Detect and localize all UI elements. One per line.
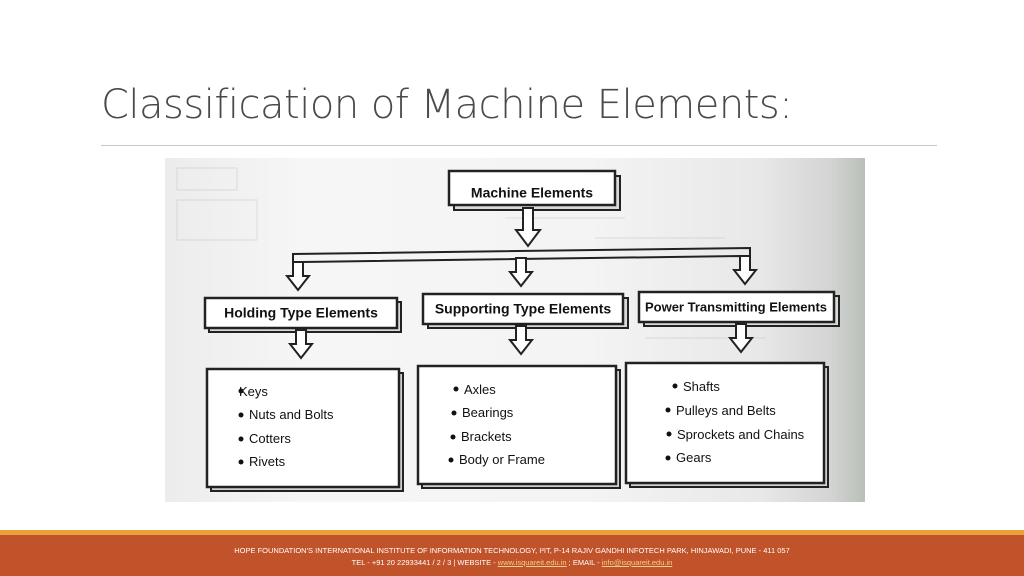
footer-tel: TEL - +91 20 22933441 / 2 / 3 | WEBSITE … xyxy=(351,558,498,567)
diagram-photo: Machine Elements Holding Type Elements S… xyxy=(165,158,865,502)
item-supporting-2: Bearings xyxy=(462,405,514,420)
item-holding-4: Rivets xyxy=(249,454,286,469)
item-arrow-holding xyxy=(289,329,313,359)
category-power: Power Transmitting Elements xyxy=(637,290,840,327)
footer-contact: TEL - +91 20 22933441 / 2 / 3 | WEBSITE … xyxy=(0,558,1024,567)
items-power: Shafts Pulleys and Belts Sprockets and C… xyxy=(624,361,829,488)
items-supporting: Axles Bearings Brackets Body or Frame xyxy=(416,364,621,489)
bullet-power-1 xyxy=(672,383,678,389)
category-holding: Holding Type Elements xyxy=(203,296,402,333)
root-node: Machine Elements xyxy=(447,169,621,211)
category-supporting: Supporting Type Elements xyxy=(421,292,629,329)
root-arrow xyxy=(514,207,542,248)
bullet-power-4 xyxy=(665,455,671,461)
item-power-2: Pulleys and Belts xyxy=(676,403,776,418)
item-holding-2: Nuts and Bolts xyxy=(249,407,334,422)
bullet-supporting-1 xyxy=(453,386,459,392)
item-supporting-1: Axles xyxy=(464,382,496,397)
footer-address: HOPE FOUNDATION'S INTERNATIONAL INSTITUT… xyxy=(234,546,790,555)
item-holding-3: Cotters xyxy=(249,431,291,446)
item-power-3: Sprockets and Chains xyxy=(677,427,805,442)
bullet-holding-4 xyxy=(238,459,244,465)
bullet-power-3 xyxy=(666,431,672,437)
footer-email-link[interactable]: info@isquareit.edu.in xyxy=(601,558,673,567)
classification-diagram: Machine Elements Holding Type Elements S… xyxy=(176,167,840,492)
item-power-1: Shafts xyxy=(683,379,720,394)
bullet-holding-1 xyxy=(238,388,244,394)
item-power-4: Gears xyxy=(676,450,712,465)
items-holding: Keys Nuts and Bolts Cotters Rivets xyxy=(205,367,404,492)
bullet-power-2 xyxy=(665,407,671,413)
root-label: Machine Elements xyxy=(471,185,593,201)
category-label-power: Power Transmitting Elements xyxy=(645,299,827,314)
branch-arrow-supporting xyxy=(509,257,533,287)
footer-website-link[interactable]: www.isquareit.edu.in xyxy=(497,558,567,567)
slide-title: Classification of Machine Elements: xyxy=(101,82,793,128)
branch-arrow-holding xyxy=(286,261,310,291)
bullet-holding-3 xyxy=(238,436,244,442)
bullet-supporting-2 xyxy=(451,410,457,416)
item-supporting-4: Body or Frame xyxy=(459,452,545,467)
footer-email-label: ; EMAIL - xyxy=(566,558,602,567)
category-label-supporting: Supporting Type Elements xyxy=(435,301,612,317)
item-supporting-3: Brackets xyxy=(461,429,512,444)
item-arrow-supporting xyxy=(509,325,533,355)
footer: HOPE FOUNDATION'S INTERNATIONAL INSTITUT… xyxy=(0,535,1024,576)
item-arrow-power xyxy=(729,323,753,353)
branch-arrow-power xyxy=(733,255,757,285)
title-divider xyxy=(101,145,937,146)
footer-accent-line xyxy=(0,530,1024,535)
bullet-holding-2 xyxy=(238,412,244,418)
bullet-supporting-3 xyxy=(450,434,456,440)
bullet-supporting-4 xyxy=(448,457,454,463)
category-label-holding: Holding Type Elements xyxy=(224,305,378,321)
item-holding-1: Keys xyxy=(239,384,268,399)
